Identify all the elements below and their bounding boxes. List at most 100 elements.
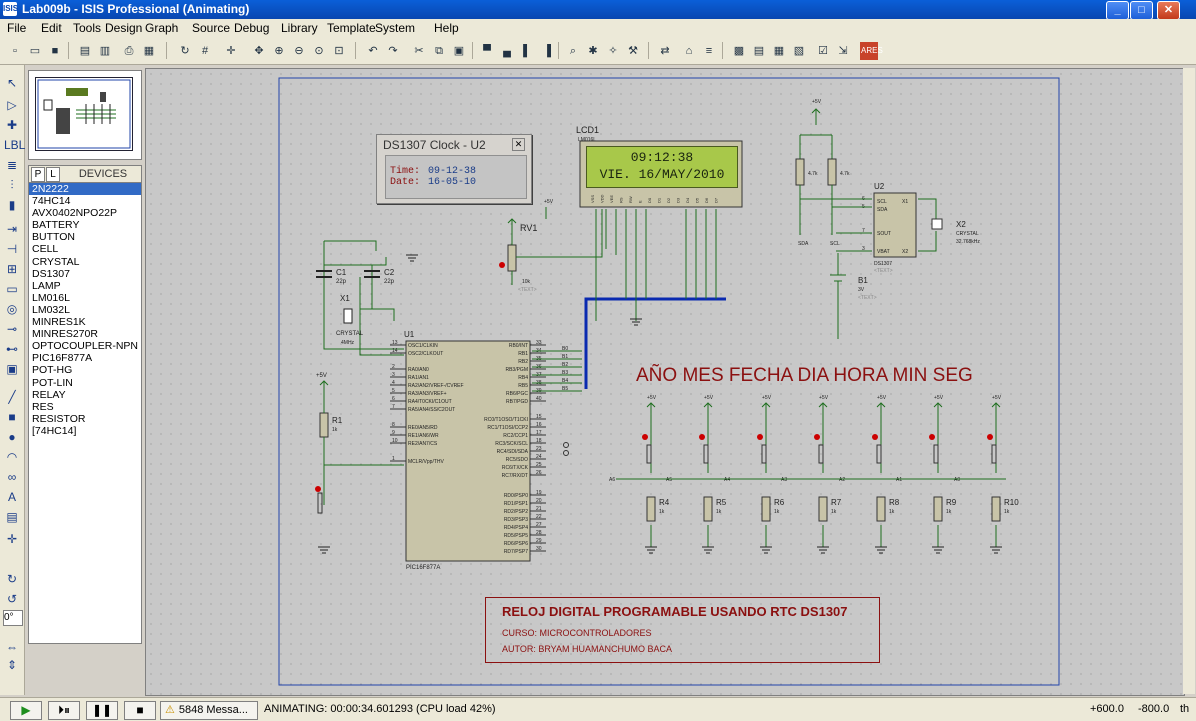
block-delete-icon[interactable]: ▐ bbox=[543, 45, 551, 57]
device-item[interactable]: PIC16F877A bbox=[32, 352, 93, 365]
step-button[interactable]: ⏵⏸ bbox=[48, 701, 80, 720]
menu-view[interactable]: Tools bbox=[73, 21, 102, 35]
device-item[interactable]: POT-HG bbox=[32, 364, 73, 377]
device-item[interactable]: [74HC14] bbox=[32, 424, 77, 437]
package-tool-icon[interactable]: ⚒ bbox=[628, 45, 638, 57]
make-device-icon[interactable]: ✱ bbox=[588, 45, 598, 57]
device-item[interactable]: OPTOCOUPLER-NPN bbox=[32, 340, 138, 353]
block-rotate-icon[interactable]: ▌ bbox=[523, 45, 531, 57]
virtual-instrument-icon[interactable]: ▣ bbox=[6, 362, 18, 376]
device-item[interactable]: 2N2222 bbox=[29, 183, 141, 196]
text-icon[interactable]: A bbox=[7, 490, 16, 504]
zoom-area-icon[interactable]: ⊡ bbox=[334, 45, 344, 57]
menu-template[interactable]: System bbox=[375, 21, 416, 35]
redraw-icon[interactable]: ↻ bbox=[180, 45, 190, 57]
menu-graph[interactable]: Source bbox=[192, 21, 231, 35]
device-item[interactable]: BUTTON bbox=[32, 231, 75, 244]
mirror-y-icon[interactable]: ⇕ bbox=[6, 658, 18, 672]
device-item[interactable]: AVX0402NPO22P bbox=[32, 207, 118, 220]
open-file-icon[interactable]: ▭ bbox=[29, 45, 41, 57]
undo-icon[interactable]: ↶ bbox=[368, 45, 378, 57]
block-move-icon[interactable]: ▄ bbox=[503, 45, 511, 57]
rotate-ccw-icon[interactable]: ↺ bbox=[6, 592, 18, 606]
component-mode-icon[interactable]: ▷ bbox=[7, 98, 17, 112]
selection-mode-icon[interactable]: ↖ bbox=[6, 76, 18, 90]
device-item[interactable]: CELL bbox=[32, 243, 59, 256]
current-probe-icon[interactable]: ⊷ bbox=[6, 342, 18, 356]
path-icon[interactable]: ∞ bbox=[7, 470, 17, 484]
device-item[interactable]: LM032L bbox=[32, 303, 70, 316]
stop-button[interactable]: ■ bbox=[124, 701, 156, 720]
symbol-icon[interactable]: ▤ bbox=[6, 510, 18, 524]
clock-window-close-icon[interactable]: ✕ bbox=[512, 138, 525, 151]
wire-autorouter-icon[interactable]: ⇄ bbox=[660, 45, 670, 57]
tape-recorder-icon[interactable]: ▭ bbox=[6, 282, 18, 296]
electrical-check-icon[interactable]: ☑ bbox=[818, 45, 828, 57]
generator-icon[interactable]: ◎ bbox=[6, 302, 18, 316]
erc-icon[interactable]: ▦ bbox=[773, 45, 785, 57]
bom-icon[interactable]: ▤ bbox=[753, 45, 765, 57]
marker-icon[interactable]: ✛ bbox=[6, 532, 18, 546]
device-item[interactable]: CRYSTAL bbox=[32, 255, 80, 268]
redo-icon[interactable]: ↷ bbox=[388, 45, 398, 57]
menu-design[interactable]: Graph bbox=[145, 21, 179, 35]
graph-icon[interactable]: ⊞ bbox=[6, 262, 18, 276]
grid-icon[interactable]: # bbox=[201, 45, 209, 57]
arc-icon[interactable]: ◠ bbox=[6, 450, 18, 464]
menu-library[interactable]: Template bbox=[327, 21, 376, 35]
device-item[interactable]: POT-LIN bbox=[32, 376, 73, 389]
rotate-cw-icon[interactable]: ↻ bbox=[6, 572, 18, 586]
cut-icon[interactable]: ✂ bbox=[414, 45, 424, 57]
voltage-probe-icon[interactable]: ⊸ bbox=[6, 322, 18, 336]
device-item[interactable]: RESISTOR bbox=[32, 412, 86, 425]
zoom-out-icon[interactable]: ⊖ bbox=[294, 45, 304, 57]
messages-panel[interactable]: ⚠5848 Messa... bbox=[160, 701, 258, 720]
device-item[interactable]: LM016L bbox=[32, 291, 70, 304]
overview-window[interactable] bbox=[28, 70, 142, 160]
menu-system[interactable]: Help bbox=[434, 21, 459, 35]
play-button[interactable]: ▶ bbox=[10, 701, 42, 720]
device-item[interactable]: 74HC14 bbox=[32, 195, 71, 208]
netlist-icon[interactable]: ▩ bbox=[733, 45, 745, 57]
origin-icon[interactable]: ✛ bbox=[226, 45, 236, 57]
rotation-field[interactable]: 0° bbox=[3, 610, 23, 626]
device-item[interactable]: RES bbox=[32, 400, 54, 413]
menu-debug[interactable]: Library bbox=[281, 21, 318, 35]
mirror-x-icon[interactable]: ⇔ bbox=[6, 640, 18, 654]
netlist-ares-icon[interactable]: ⇲ bbox=[838, 45, 848, 57]
junction-dot-icon[interactable]: ✚ bbox=[6, 118, 18, 132]
menu-edit[interactable]: Edit bbox=[41, 21, 62, 35]
device-item[interactable]: RELAY bbox=[32, 388, 66, 401]
bus-icon[interactable]: ⫶ bbox=[10, 178, 14, 192]
minimize-button[interactable]: _ bbox=[1106, 1, 1129, 20]
export-icon[interactable]: ▥ bbox=[99, 45, 111, 57]
pin-icon[interactable]: ⊣ bbox=[6, 242, 18, 256]
ares-icon[interactable]: ARES bbox=[860, 42, 883, 60]
close-button[interactable]: ✕ bbox=[1157, 1, 1180, 20]
maximize-button[interactable]: □ bbox=[1130, 1, 1153, 20]
library-manager-button[interactable]: L bbox=[46, 167, 60, 182]
device-item[interactable]: BATTERY bbox=[32, 219, 80, 232]
subcircuit-icon[interactable]: ▮ bbox=[8, 198, 16, 212]
device-item[interactable]: LAMP bbox=[32, 279, 61, 292]
line-icon[interactable]: ╱ bbox=[8, 390, 16, 404]
block-copy-icon[interactable]: ▀ bbox=[483, 45, 491, 57]
save-icon[interactable]: ■ bbox=[51, 45, 59, 57]
pick-device-icon[interactable]: ⌕ bbox=[569, 45, 577, 57]
wire-label-icon[interactable]: LBL bbox=[4, 138, 26, 152]
decompose-icon[interactable]: ✧ bbox=[608, 45, 618, 57]
text-script-icon[interactable]: ≣ bbox=[6, 158, 18, 172]
paste-icon[interactable]: ▣ bbox=[453, 45, 465, 57]
menu-tools[interactable]: Design bbox=[105, 21, 143, 35]
device-item[interactable]: MINRES270R bbox=[32, 328, 98, 341]
menu-file[interactable]: File bbox=[7, 21, 27, 35]
vertical-scrollbar[interactable] bbox=[1183, 68, 1195, 694]
property-assign-icon[interactable]: ≡ bbox=[705, 45, 713, 57]
search-tag-icon[interactable]: ⌂ bbox=[685, 45, 693, 57]
box-icon[interactable]: ■ bbox=[8, 410, 16, 424]
device-item[interactable]: MINRES1K bbox=[32, 316, 86, 329]
pause-button[interactable]: ❚❚ bbox=[86, 701, 118, 720]
zoom-all-icon[interactable]: ⊙ bbox=[314, 45, 324, 57]
new-file-icon[interactable]: ▫ bbox=[13, 45, 17, 57]
